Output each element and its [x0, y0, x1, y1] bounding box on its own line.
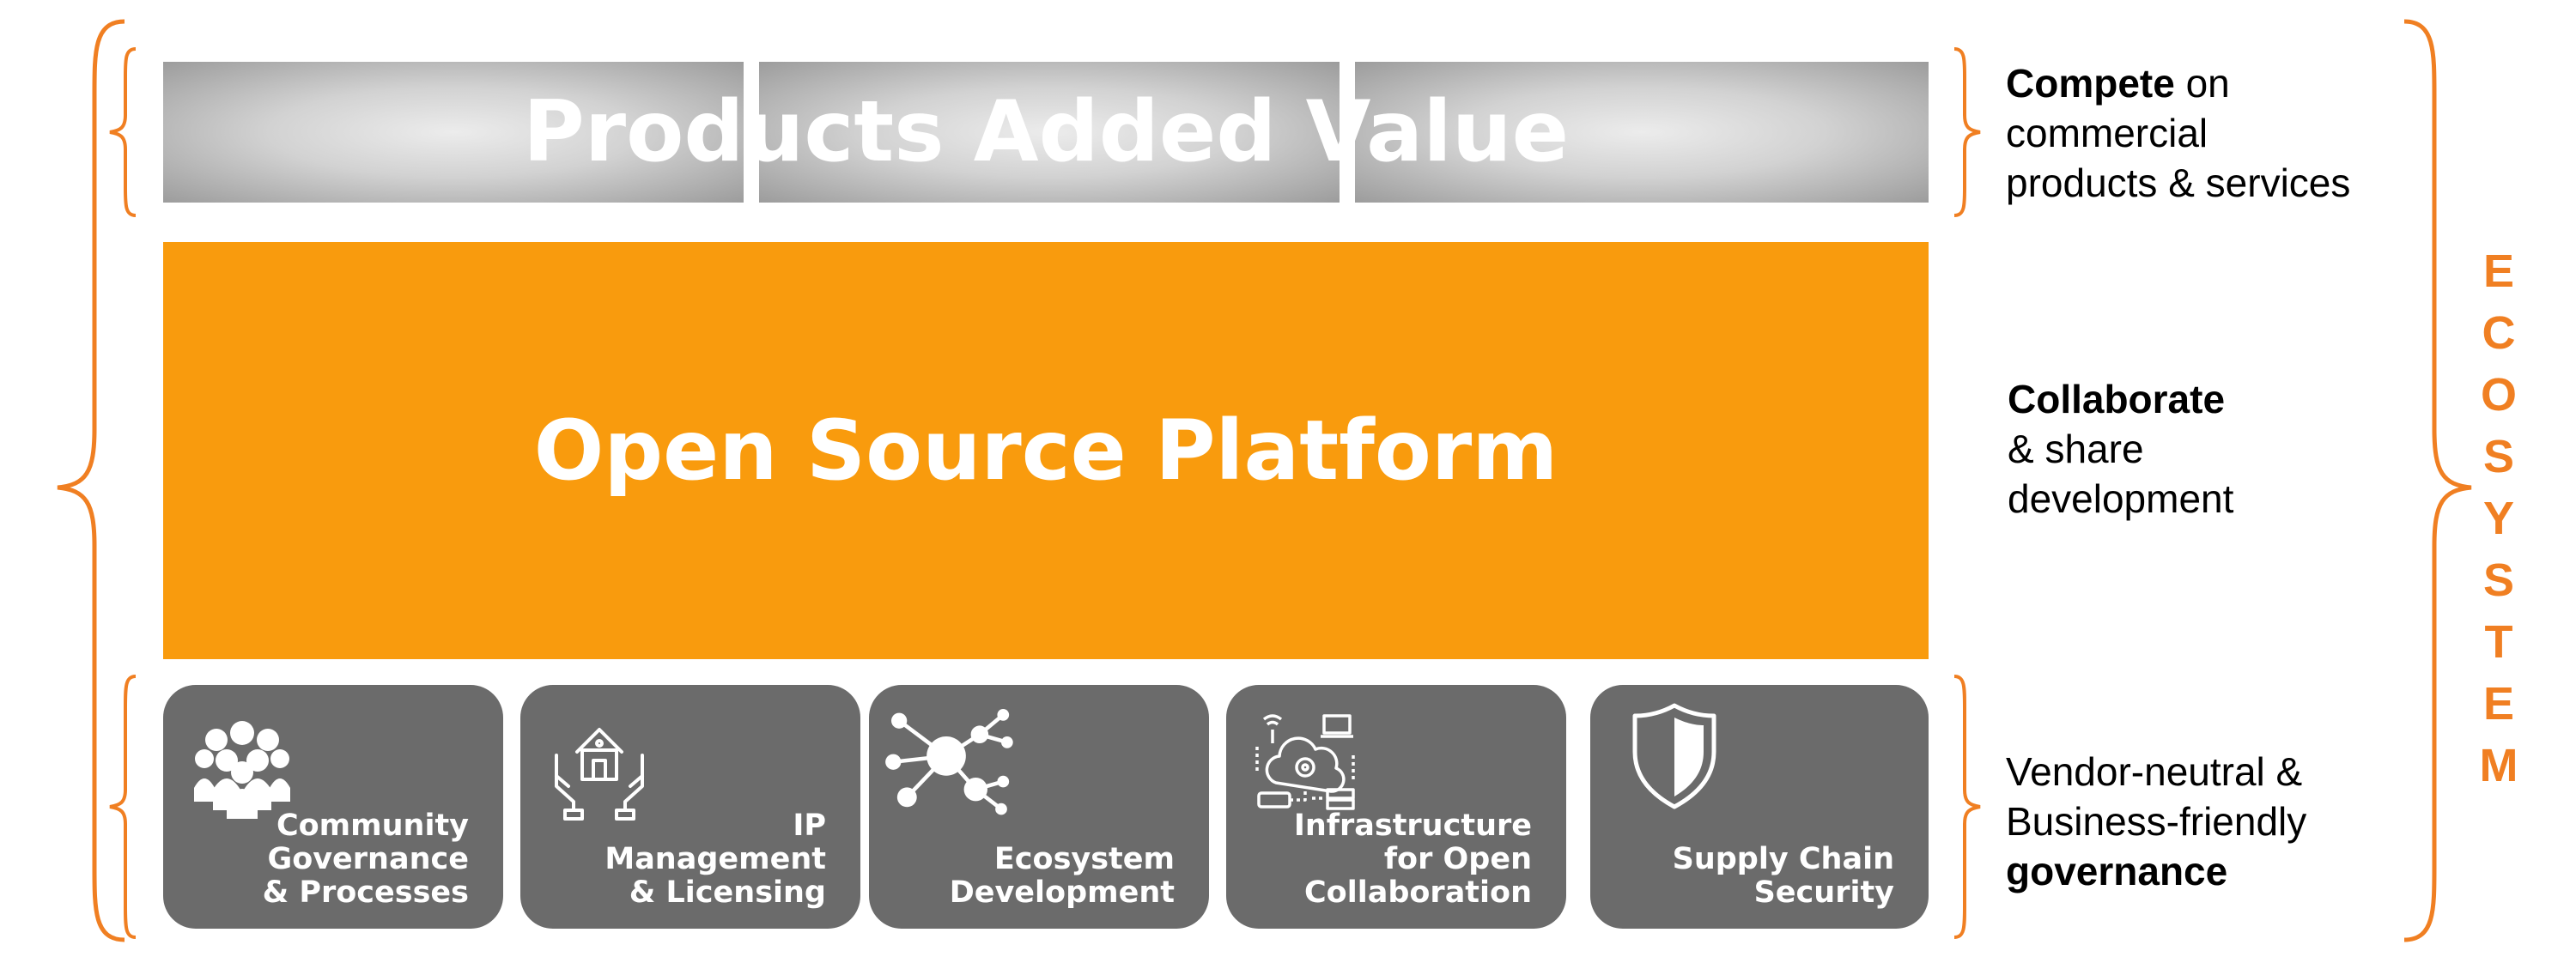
platform-block: Open Source Platform [163, 242, 1929, 659]
left-pillars-brace [109, 675, 137, 939]
governance-line1: Vendor-neutral & [2006, 749, 2303, 794]
products-segment-3 [1355, 62, 1929, 203]
pillar-label-line: Community [276, 809, 469, 843]
right-products-brace [1953, 47, 1981, 217]
compete-rest: on [2174, 61, 2230, 106]
cloud-infrastructure-icon [1255, 714, 1355, 810]
compete-bold: Compete [2006, 61, 2175, 106]
platform-title: Open Source Platform [533, 403, 1558, 499]
pillar-label-line: & Processes [262, 875, 469, 910]
ecosystem-letter: M [2479, 740, 2518, 791]
right-pillars-brace [1953, 675, 1981, 939]
pillar-label-line: IP [793, 809, 826, 843]
ecosystem-label: E C O S Y S T E M [2473, 240, 2524, 796]
ecosystem-letter: E [2482, 245, 2515, 297]
governance-text: Vendor-neutral & Business-friendly gover… [2006, 747, 2306, 896]
compete-text: Compete on commercial products & service… [2006, 58, 2350, 208]
pillar-label-line: Governance [267, 842, 469, 876]
ecosystem-letter: O [2480, 369, 2517, 421]
right-outer-brace [2403, 19, 2472, 942]
left-outer-brace [57, 19, 125, 942]
pillar-label-line: Infrastructure [1293, 809, 1532, 843]
products-segment-1 [163, 62, 744, 203]
pillar-label-line: Supply Chain [1672, 842, 1894, 876]
collaborate-text: Collaborate & share development [2008, 374, 2233, 524]
collaborate-line2: & share [2008, 427, 2144, 471]
pillar-label-line: for Open [1383, 842, 1532, 876]
compete-line3: products & services [2006, 161, 2351, 205]
governance-line2: Business-friendly [2006, 799, 2307, 844]
ecosystem-letter: C [2482, 307, 2516, 359]
house-in-hands-icon [555, 728, 644, 821]
pillar-label-line: & Licensing [629, 875, 826, 910]
pillar-ecosystem-development: Ecosystem Development [869, 685, 1209, 929]
products-segment-2 [759, 62, 1340, 203]
pillar-label-line: Development [949, 875, 1175, 910]
shield-icon [1632, 703, 1716, 809]
ecosystem-letter: E [2482, 678, 2515, 730]
collaborate-line3: development [2008, 476, 2234, 521]
pillar-label-line: Security [1753, 875, 1894, 910]
compete-line2: commercial [2006, 111, 2208, 155]
ecosystem-letter: S [2482, 554, 2515, 606]
pillar-label-line: Collaboration [1303, 875, 1532, 910]
pillar-label-line: Ecosystem [993, 842, 1175, 876]
collaborate-bold: Collaborate [2008, 377, 2226, 421]
network-nodes-icon [885, 709, 1013, 815]
ecosystem-letter: Y [2482, 493, 2515, 544]
ecosystem-letter: T [2484, 616, 2513, 668]
pillar-infrastructure: Infrastructure for Open Collaboration [1226, 685, 1566, 929]
pillar-label-line: Management [605, 842, 826, 876]
ecosystem-letter: S [2482, 431, 2515, 482]
people-group-icon [194, 721, 290, 819]
pillar-ip-management: IP Management & Licensing [520, 685, 860, 929]
pillar-supply-chain-security: Supply Chain Security [1590, 685, 1929, 929]
pillar-community-governance: Community Governance & Processes [163, 685, 503, 929]
products-title: Products Added Value [522, 83, 1570, 181]
left-products-brace [109, 47, 137, 217]
governance-bold: governance [2006, 849, 2228, 893]
